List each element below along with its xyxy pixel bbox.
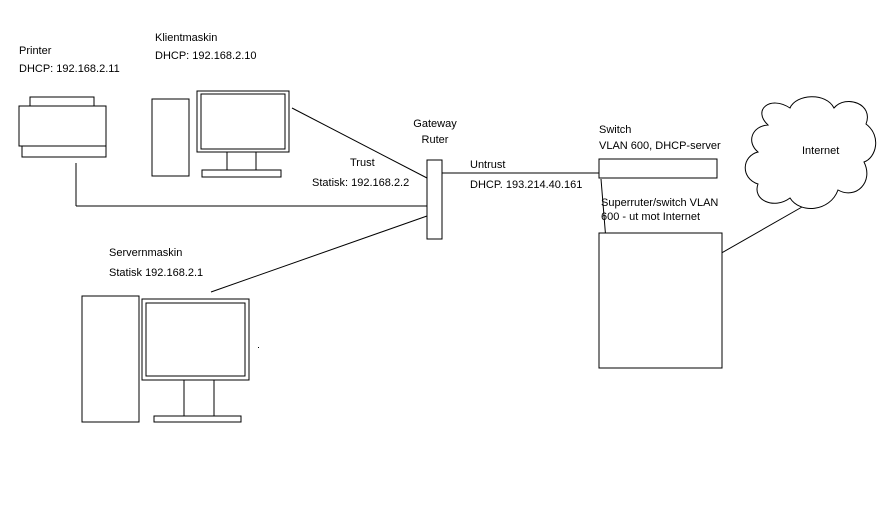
printer-name-label: Printer xyxy=(19,45,52,57)
superrouter-label-line2: 600 - ut mot Internet xyxy=(601,211,701,223)
switch-detail-label: VLAN 600, DHCP-server xyxy=(599,140,721,152)
link-server-gateway xyxy=(210,215,428,293)
client-computer-icon xyxy=(151,90,290,178)
server-computer-icon xyxy=(81,295,250,423)
untrust-address-label: DHCP. 193.214.40.161 xyxy=(470,179,583,191)
gateway-router-icon xyxy=(426,159,443,240)
client-address-label: DHCP: 192.168.2.10 xyxy=(155,50,257,62)
printer-address-label: DHCP: 192.168.2.11 xyxy=(19,63,120,75)
superrouter-icon xyxy=(598,232,723,369)
untrust-label: Untrust xyxy=(470,159,506,171)
client-name-label: Klientmaskin xyxy=(155,32,218,44)
stray-dot xyxy=(258,347,259,348)
internet-label: Internet xyxy=(802,145,840,157)
link-superrouter-internet xyxy=(710,206,803,260)
gateway-label-line2: Ruter xyxy=(421,134,449,146)
trust-address-label: Statisk: 192.168.2.2 xyxy=(312,177,410,189)
printer-icon xyxy=(18,96,107,158)
superrouter-label-line1: Superruter/switch VLAN xyxy=(601,197,719,209)
switch-icon xyxy=(598,158,718,179)
internet-cloud-icon xyxy=(744,96,877,209)
link-client-gateway xyxy=(291,107,428,179)
gateway-label-line1: Gateway xyxy=(413,118,457,130)
trust-label: Trust xyxy=(350,157,375,169)
server-address-label: Statisk 192.168.2.1 xyxy=(109,267,204,279)
server-name-label: Servernmaskin xyxy=(109,247,183,259)
switch-name-label: Switch xyxy=(599,124,632,136)
